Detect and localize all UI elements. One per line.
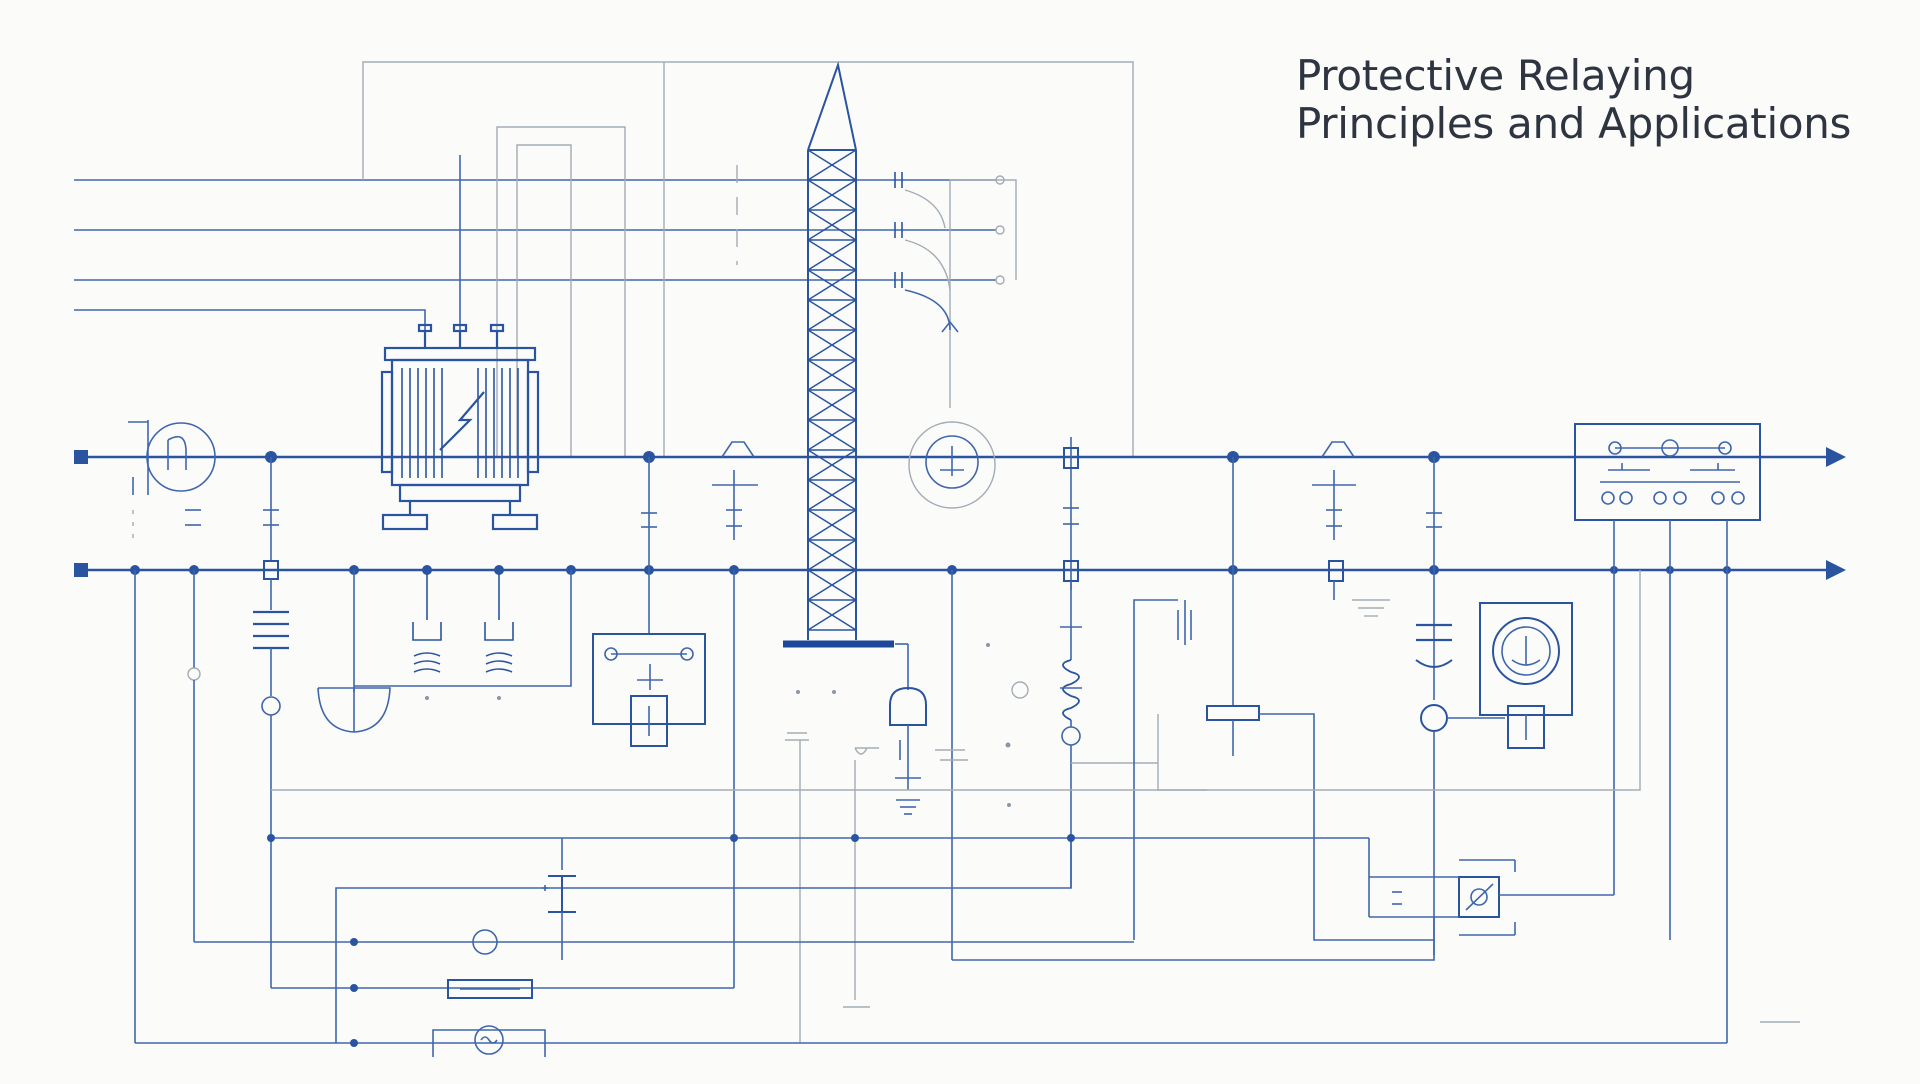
- main-bus-upper: [74, 447, 1846, 467]
- breaker-column-center: [335, 437, 1158, 1043]
- breaker-stack-left: [253, 457, 289, 988]
- meter-panel-left: [592, 457, 706, 747]
- title-block: Protective Relaying Principles and Appli…: [1296, 52, 1851, 148]
- generator-icon: [432, 1025, 546, 1057]
- capacitor-bank-right: [1133, 457, 1434, 941]
- circuit-breaker-icon: [1063, 447, 1079, 469]
- title-line-1: Protective Relaying: [1296, 51, 1695, 100]
- arrow-right-icon: [1826, 560, 1846, 580]
- directional-relay-icon: [1368, 859, 1614, 955]
- bus-nodes: [130, 451, 1731, 575]
- arrow-right-icon: [1826, 447, 1846, 467]
- title-line-2: Principles and Applications: [1296, 99, 1852, 148]
- upper-feeder-lines: [74, 61, 1134, 457]
- transmission-tower-icon: [783, 61, 894, 648]
- meter-icon: [908, 421, 996, 960]
- circuit-breaker-icon: [1328, 560, 1344, 582]
- main-bus-lower: [74, 560, 1846, 580]
- control-wiring: [135, 789, 1800, 1057]
- surge-arrester-left: [712, 441, 758, 988]
- upper-capacitor-taps: [894, 172, 959, 333]
- transformer-icon: [380, 323, 540, 531]
- current-transformer-icon: [128, 420, 216, 540]
- surge-arrester-right: [1312, 441, 1390, 617]
- left-drops: [134, 570, 572, 1043]
- fuse-icon: [447, 979, 533, 999]
- capacitor-icon: [253, 610, 289, 650]
- ground-icon: [785, 643, 1029, 1043]
- inductor-coil-icon: [412, 570, 514, 673]
- meter-panel-right: [1447, 602, 1573, 749]
- relay-column-right: [1415, 457, 1453, 955]
- relay-panel-icon: [1158, 423, 1761, 1043]
